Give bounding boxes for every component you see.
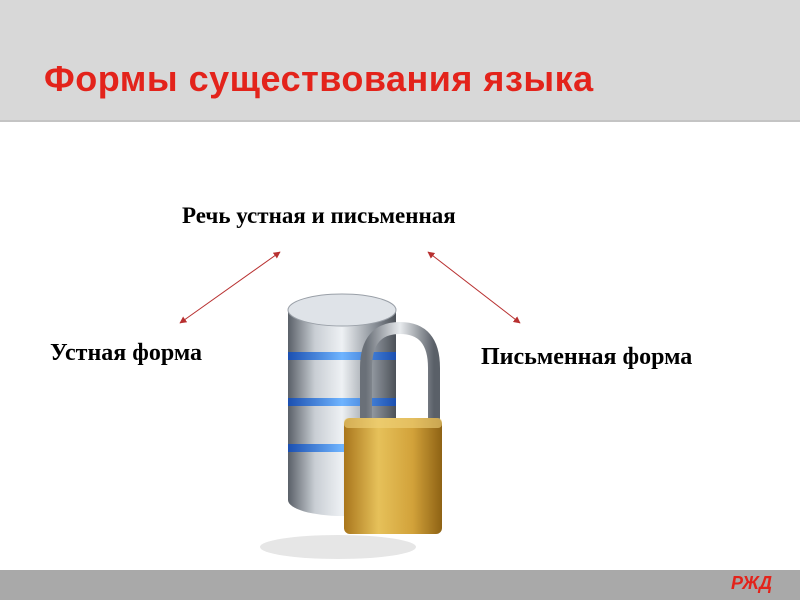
rzd-logo: РЖД [730,573,772,593]
left-label: Устная форма [50,340,203,366]
right-arrow [427,251,521,324]
database-padlock-icon [260,293,442,559]
right-label: Письменная форма [481,344,693,370]
top-label: Речь устная и письменная [182,203,456,228]
slide-title: Формы существования языка [44,58,594,99]
left-arrow [179,251,281,324]
title-bar: Формы существования языка [0,0,800,122]
footer-bar: РЖД [0,570,800,600]
